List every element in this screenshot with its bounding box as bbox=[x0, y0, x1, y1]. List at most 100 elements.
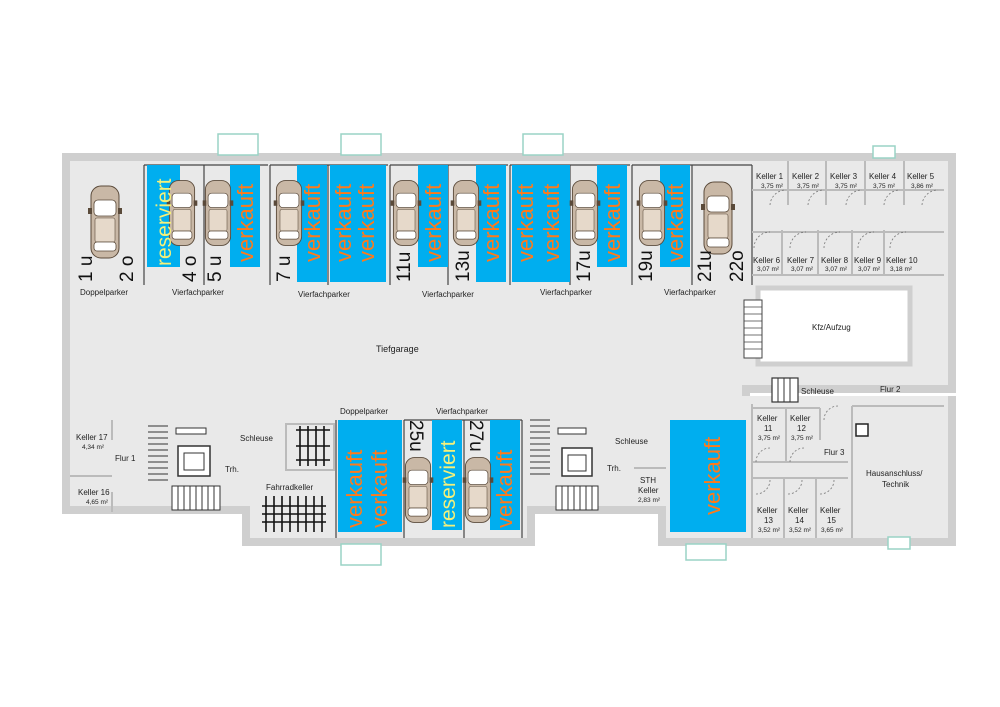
block-sold-bottom-right bbox=[670, 420, 746, 532]
stamp-sold-7: verkauft bbox=[513, 184, 538, 262]
stamp-reserved-1: reserviert bbox=[153, 178, 176, 266]
keller-number: 11 bbox=[764, 424, 773, 433]
stairs-right: Schleuse Flur 2 Flur 3 bbox=[771, 377, 901, 457]
area-trh-left: Trh. bbox=[225, 465, 239, 474]
stall-number: 5 u bbox=[205, 256, 226, 282]
keller-name: Keller 6 bbox=[753, 256, 781, 265]
block-sold-4 bbox=[418, 165, 448, 267]
keller-name: Keller 1 bbox=[756, 172, 784, 181]
block-sold-5 bbox=[476, 165, 506, 282]
sth-label-3: 2,83 m² bbox=[638, 497, 661, 504]
block-sold-7 bbox=[597, 165, 627, 267]
keller-name: Keller 8 bbox=[821, 256, 849, 265]
stamp-sold-b1: verkauft bbox=[342, 450, 367, 528]
keller-left: Keller 17 4,34 m² Flur 1 Keller 16 4,65 … bbox=[70, 420, 136, 512]
parker-label: Doppelparker bbox=[340, 407, 388, 416]
stamp-sold-10: verkauft bbox=[663, 184, 688, 262]
stall-number: 1 u bbox=[76, 256, 97, 282]
keller-name: Keller 3 bbox=[830, 172, 858, 181]
stair-core-left: Trh. bbox=[148, 425, 239, 511]
keller-top-labels: Keller 1 3,75 m² Keller 2 3,75 m² Keller… bbox=[753, 172, 935, 273]
keller-size: 3,52 m² bbox=[789, 527, 812, 534]
keller-size: 3,07 m² bbox=[791, 266, 814, 273]
stamp-sold-9: verkauft bbox=[600, 184, 625, 262]
keller-name: Keller 7 bbox=[787, 256, 815, 265]
stamp-sold-b2: verkauft bbox=[367, 450, 392, 528]
stall-number: 4 o bbox=[180, 256, 201, 282]
area-flur1: Flur 1 bbox=[115, 454, 136, 463]
area-trh-right: Trh. bbox=[607, 464, 621, 473]
keller-size: 4,65 m² bbox=[86, 499, 109, 506]
keller-size: 3,75 m² bbox=[873, 183, 896, 190]
bottom-parkers: verkauft verkauft reserviert verkauft 25… bbox=[335, 407, 523, 538]
stall-number: 27u bbox=[465, 420, 486, 452]
keller-size: 3,07 m² bbox=[858, 266, 881, 273]
keller-name: Keller 5 bbox=[907, 172, 935, 181]
stamp-sold-3: verkauft bbox=[331, 184, 356, 262]
stamp-sold-8: verkauft bbox=[539, 184, 564, 262]
stamp-sold-1: verkauft bbox=[233, 184, 258, 262]
block-sold-1 bbox=[230, 165, 260, 267]
area-flur3: Flur 3 bbox=[824, 448, 845, 457]
stamp-sold-5: verkauft bbox=[421, 184, 446, 262]
keller-size: 3,07 m² bbox=[825, 266, 848, 273]
status-stamps-top: reserviert verkauft verkauft verkauft ve… bbox=[153, 178, 688, 266]
stall-number: 7 u bbox=[274, 256, 295, 282]
keller-grid-top bbox=[752, 161, 944, 276]
keller-size: 3,65 m² bbox=[821, 527, 844, 534]
keller-name: Keller bbox=[820, 506, 841, 515]
keller-name: Keller 9 bbox=[854, 256, 882, 265]
stall-number: 2 o bbox=[117, 256, 138, 282]
keller-size: 3,86 m² bbox=[911, 183, 934, 190]
keller-size: 3,07 m² bbox=[757, 266, 780, 273]
keller-name: Keller bbox=[757, 506, 778, 515]
stall-number: 25u bbox=[405, 420, 426, 452]
parker-label: Vierfachparker bbox=[540, 288, 592, 297]
keller-number: 12 bbox=[797, 424, 806, 433]
stamp-sold-6: verkauft bbox=[479, 184, 504, 262]
keller-size: 3,18 m² bbox=[890, 266, 913, 273]
hausanschluss-room: Hausanschluss/ Technik bbox=[855, 423, 923, 489]
stamp-reserved-b1: reserviert bbox=[437, 440, 460, 528]
stall-number: 17u bbox=[574, 250, 595, 282]
parker-label: Vierfachparker bbox=[298, 290, 350, 299]
status-blocks-top bbox=[147, 165, 690, 282]
area-kfz-aufzug: Kfz/Aufzug bbox=[812, 323, 851, 332]
keller-bottom-labels: Keller 11 3,75 m² Keller 12 3,75 m² Kell… bbox=[757, 414, 844, 534]
keller-size: 3,75 m² bbox=[797, 183, 820, 190]
keller-name: Keller bbox=[757, 414, 778, 423]
area-hausanschluss-1: Hausanschluss/ bbox=[866, 469, 923, 478]
keller-size: 3,52 m² bbox=[758, 527, 781, 534]
sth-label-2: Keller bbox=[638, 486, 659, 495]
area-schleuse-left: Schleuse bbox=[240, 434, 273, 443]
keller-number: 14 bbox=[795, 516, 804, 525]
door-swings-bottom bbox=[755, 405, 839, 495]
window-bays bbox=[217, 133, 911, 566]
area-schleuse-mid: Schleuse bbox=[615, 437, 648, 446]
stall-numbers-top: 1 u 2 o 4 o 5 u 7 u 11u 13u 17u 19u 21u … bbox=[76, 250, 748, 282]
block-sold-6 bbox=[512, 165, 570, 282]
keller-name: Keller 16 bbox=[78, 488, 110, 497]
keller-name: Keller 2 bbox=[792, 172, 820, 181]
parker-labels-top: Doppelparker Vierfachparker Vierfachpark… bbox=[80, 288, 716, 299]
keller-name: Keller 4 bbox=[869, 172, 897, 181]
block-reserved-b1 bbox=[432, 420, 462, 530]
sth-label-1: STH bbox=[640, 476, 656, 485]
block-sold-b1 bbox=[338, 420, 402, 532]
stamp-sold-b3: verkauft bbox=[492, 450, 517, 528]
parker-label: Vierfachparker bbox=[422, 290, 474, 299]
keller-number: 15 bbox=[827, 516, 836, 525]
car-lift: Kfz/Aufzug bbox=[743, 285, 913, 367]
stall-number: 21u bbox=[695, 250, 716, 282]
keller-name: Keller bbox=[788, 506, 809, 515]
keller-size: 3,75 m² bbox=[758, 435, 781, 442]
parker-label: Vierfachparker bbox=[172, 288, 224, 297]
keller-name: Keller bbox=[790, 414, 811, 423]
stall-number: 22o bbox=[727, 250, 748, 282]
area-hausanschluss-2: Technik bbox=[882, 480, 910, 489]
parker-label: Doppelparker bbox=[80, 288, 128, 297]
keller-name: Keller 10 bbox=[886, 256, 918, 265]
keller-size: 3,75 m² bbox=[835, 183, 858, 190]
stair-core-right: Schleuse Trh. bbox=[530, 419, 648, 511]
parker-label: Vierfachparker bbox=[436, 407, 488, 416]
